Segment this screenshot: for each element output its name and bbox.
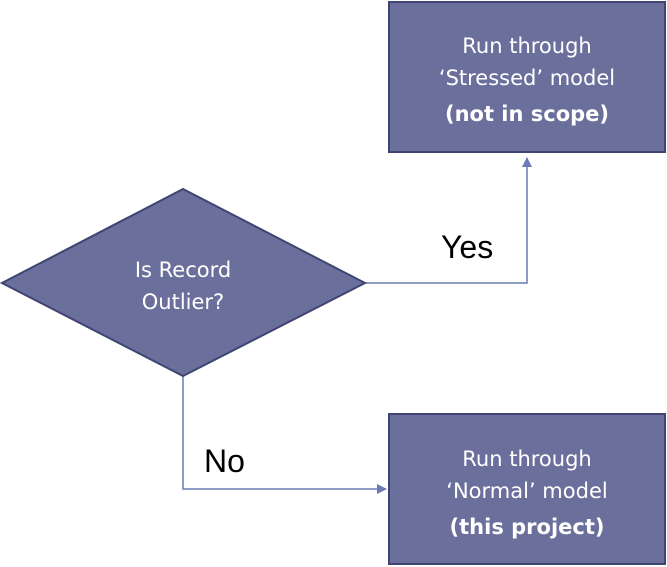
decision-label-line1: Is Record <box>135 258 231 282</box>
stressed-box-scope-note: (not in scope) <box>445 102 609 126</box>
stressed-box-line2: ‘Stressed’ model <box>439 66 615 90</box>
stressed-box-line1: Run through <box>462 34 591 58</box>
stressed-model-node: Run through ‘Stressed’ model (not in sco… <box>388 1 666 153</box>
no-connector <box>182 376 387 494</box>
normal-box-line1: Run through <box>462 447 591 471</box>
decision-label-line2: Outlier? <box>142 290 224 314</box>
normal-model-node: Run through ‘Normal’ model (this project… <box>388 413 666 565</box>
yes-connector <box>365 157 532 284</box>
no-label: No <box>204 443 245 479</box>
normal-model-box <box>388 413 666 565</box>
normal-box-scope-note: (this project) <box>450 515 605 539</box>
stressed-model-box <box>388 1 666 153</box>
normal-box-line2: ‘Normal’ model <box>446 479 607 503</box>
yes-label: Yes <box>441 229 493 265</box>
decision-diamond-shape <box>0 187 368 378</box>
decision-node: Is Record Outlier? <box>0 187 368 378</box>
